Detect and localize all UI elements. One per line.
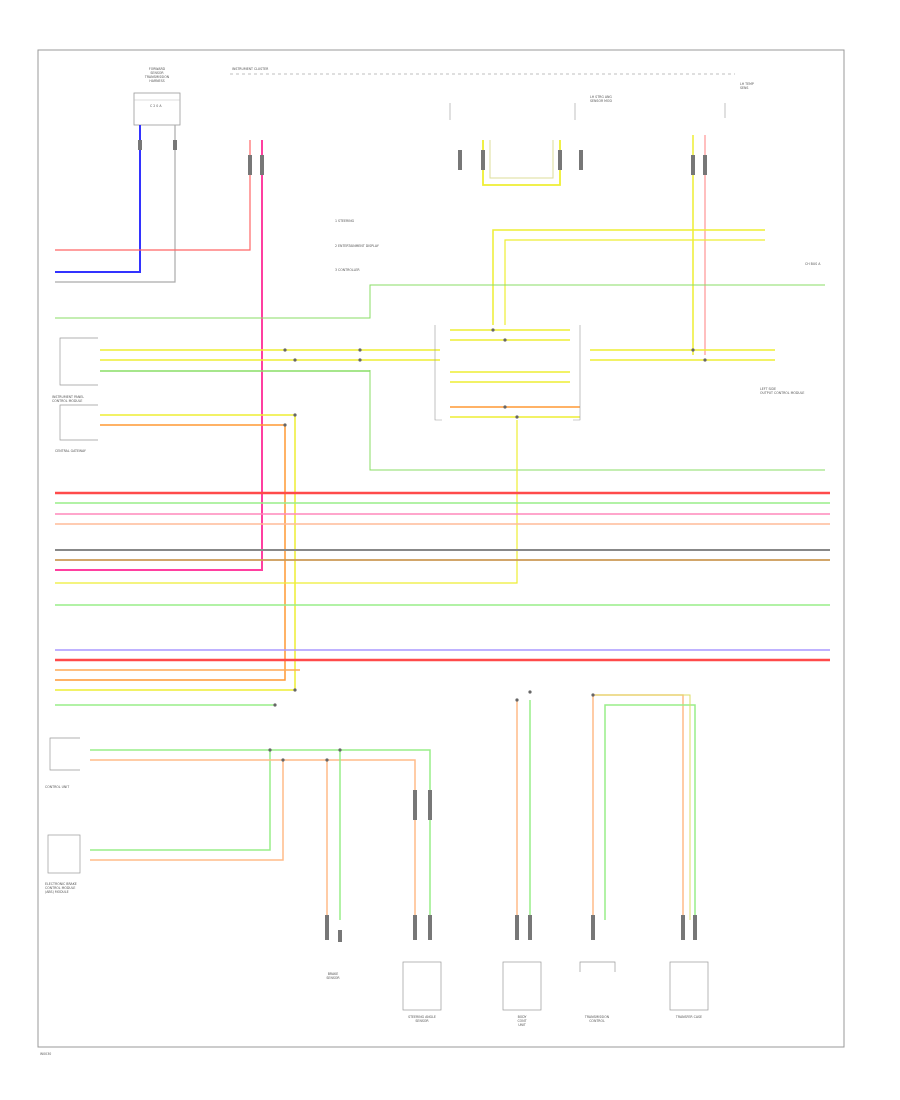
- right-top-label: CH BUS A: [805, 262, 821, 266]
- left-module-3: CONTROL UNIT: [45, 737, 80, 789]
- wire-orange-cg: [55, 424, 286, 681]
- diagram-frame: [37, 49, 845, 1048]
- wire-yellow-loop-2: [489, 140, 554, 179]
- wire-green-lower-3: [270, 749, 431, 920]
- central-connector-bracket-r: [573, 325, 581, 421]
- splice-dots: [268, 328, 707, 762]
- wire-red-top: [55, 140, 251, 251]
- wire-salmon-lower-4: [283, 759, 416, 920]
- top-header-label: INSTRUMENT CLUSTER: [232, 67, 269, 71]
- wire-green-long-2: [369, 370, 825, 471]
- left-module-2-label: CENTRAL GATEWAY: [55, 449, 86, 453]
- legend-item-2: 2 ENTERTAINMENT DISPLAY: [335, 244, 379, 248]
- left-module-3-label: CONTROL UNIT: [45, 785, 69, 789]
- wire-blue: [55, 125, 141, 273]
- wire-green-tr: [604, 704, 696, 920]
- bottom-comp-5-label: TRANSFER CASE: [675, 1015, 702, 1019]
- wire-pink-main: [55, 140, 263, 571]
- left-module-2: CENTRAL GATEWAY: [55, 404, 98, 453]
- central-connector-bracket: [434, 325, 442, 421]
- wire-gray-top: [55, 125, 176, 283]
- legend-item-1: 1 STEERING: [335, 219, 355, 223]
- bottom-comp-5: TRANSFER CASE: [669, 961, 709, 1019]
- wire-yellow-tr: [595, 694, 691, 920]
- wire-yellow-rt-2: [504, 239, 765, 325]
- wire-salmon-lower-2: [90, 759, 284, 861]
- corner-label: W0030: [40, 1052, 51, 1056]
- wire-yellow-cg: [55, 414, 296, 691]
- legend-item-3: 3 CONTROLLER: [335, 268, 360, 272]
- wire-yellow-mid-v: [55, 420, 518, 584]
- wire-salmon-tr: [592, 694, 684, 920]
- connector-pins: [138, 140, 707, 942]
- top-connector-label: C 2 0 A: [150, 104, 162, 108]
- wire-green-lower-1: [90, 749, 271, 851]
- wire-green-long: [55, 284, 825, 319]
- wire-yellow-rt-1: [492, 229, 765, 325]
- legend: 1 STEERING 2 ENTERTAINMENT DISPLAY 3 CON…: [335, 219, 379, 272]
